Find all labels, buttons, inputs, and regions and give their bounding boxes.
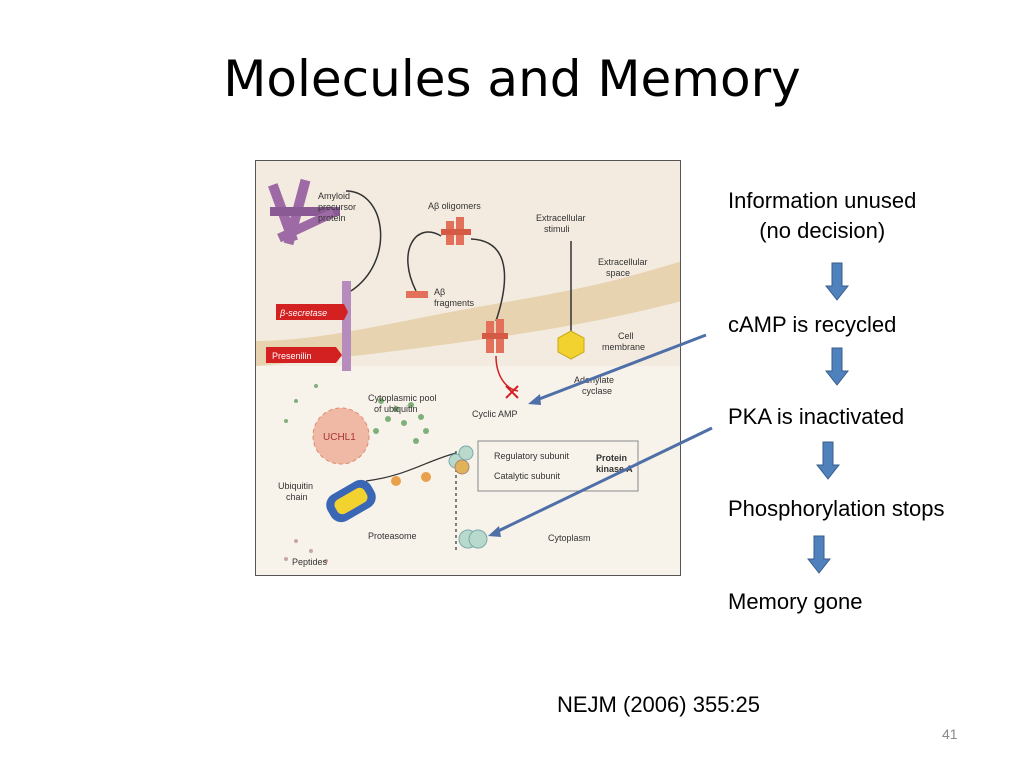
- peptides-label: Peptides: [292, 557, 328, 567]
- down-arrow-icon: [816, 441, 840, 480]
- peptide-dots: [284, 539, 328, 563]
- ubiquitin-chain-label: Ubiquitin chain: [278, 481, 316, 502]
- uchl1-circle: [312, 407, 370, 465]
- cell-membrane-band: [256, 261, 680, 366]
- beta-secretase-tag: β-secretase: [276, 304, 348, 320]
- inhibition-curve: [495, 355, 519, 392]
- amyloid-rods: [268, 178, 340, 246]
- catalytic-subunit-label: Catalytic subunit: [494, 471, 561, 481]
- flow-step-line2: (no decision): [759, 218, 886, 243]
- pka-complex: [448, 445, 488, 549]
- ubiquitin-dots: [284, 384, 429, 444]
- regulatory-subunit-label: Regulatory subunit: [494, 451, 570, 461]
- ab-fragments-label: Aβ fragments: [434, 287, 475, 308]
- ab-aggregation-arrow: [407, 231, 442, 292]
- protein-kinase-label: Protein kinase A: [596, 453, 633, 474]
- app-transmembrane-rod: [342, 281, 351, 371]
- ubiquitin-path-arrow: [365, 452, 457, 482]
- down-arrow-icon: [807, 535, 831, 574]
- amyloid-cycle-arrow: [345, 190, 382, 292]
- slide-title: Molecules and Memory: [223, 50, 801, 108]
- flow-step-camp-recycled: cAMP is recycled: [728, 312, 897, 337]
- svg-text:Presenilin: Presenilin: [272, 351, 312, 361]
- ubiquitin-chain-beads: [391, 472, 431, 486]
- flow-step-memory-gone: Memory gone: [728, 589, 863, 614]
- flow-step-pka-inactivated: PKA is inactivated: [728, 404, 905, 429]
- molecular-pathway-figure: β-secretase Presenilin: [255, 160, 681, 576]
- svg-text:β-secretase: β-secretase: [279, 308, 327, 318]
- flow-step-phosphorylation-stops: Phosphorylation stops: [728, 496, 945, 521]
- slide-number: 41: [942, 726, 958, 742]
- flow-step-line1: Information unused: [728, 188, 917, 213]
- ab-fragment: [406, 291, 428, 298]
- proteasome-barrel: [326, 479, 376, 523]
- proteasome-label: Proteasome: [368, 531, 417, 541]
- presenilin-tag: Presenilin: [266, 347, 342, 363]
- extracellular-stimuli-label: Extracellular stimuli: [536, 213, 588, 234]
- uchl1-label: UCHL1: [323, 432, 356, 443]
- down-arrow-icon: [825, 347, 849, 386]
- citation: NEJM (2006) 355:25: [557, 692, 760, 717]
- ab-membrane-arrow: [470, 238, 506, 322]
- cytoplasm-label: Cytoplasm: [548, 533, 591, 543]
- down-arrow-icon: [825, 262, 849, 301]
- ab-membrane-cluster: [482, 319, 508, 353]
- cytoplasmic-pool-label: Cytoplasmic pool of ubiquitin: [368, 393, 439, 414]
- cyclic-amp-label: Cyclic AMP: [472, 409, 518, 419]
- amyloid-label: Amyloid precursor protein: [318, 191, 359, 223]
- flow-step-information-unused: Information unused (no decision): [728, 186, 916, 246]
- ab-oligomer-cluster: [441, 217, 471, 245]
- ab-oligomers-label: Aβ oligomers: [428, 201, 481, 211]
- extracellular-space-label: Extracellular space: [598, 257, 650, 278]
- blocked-signal-x: [505, 385, 519, 399]
